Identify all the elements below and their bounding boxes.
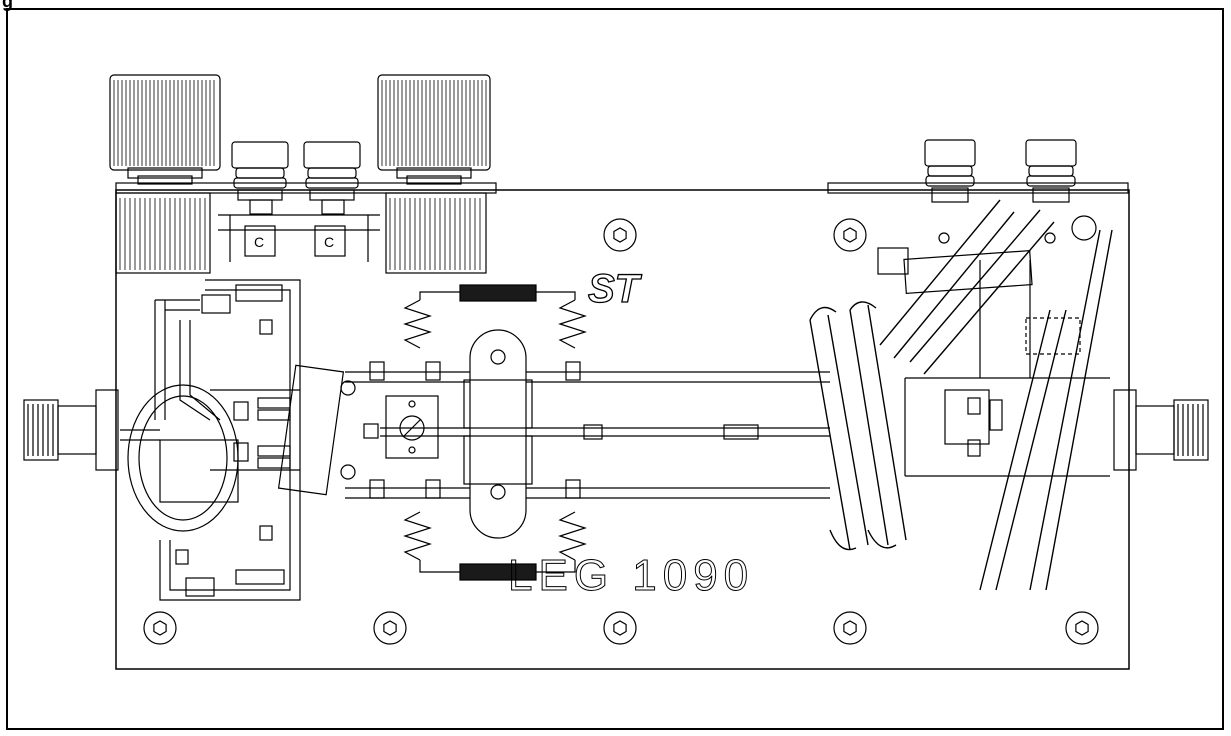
figure-border: [6, 8, 1224, 730]
output-coils: [809, 199, 1113, 591]
pcb-board: [115, 189, 1130, 670]
heatsink-right: [827, 182, 1129, 194]
zigzag-inductors: [403, 291, 587, 573]
hex-socket-screw-icon: [833, 611, 867, 645]
hex-socket-screw-icon: [833, 218, 867, 252]
knob-ribs: [113, 80, 487, 270]
feedthrough-1: [231, 141, 289, 215]
center-trimmer: [385, 395, 439, 459]
output-transformer: [463, 329, 533, 539]
ferrite-bead-top: [459, 284, 537, 302]
center-chip-caps: [369, 361, 759, 499]
input-chip-components: [175, 284, 285, 597]
knob-base-center: [385, 192, 487, 274]
figure-label: g: [2, 0, 13, 11]
hex-socket-screw-icon: [1065, 611, 1099, 645]
rf-connector-output: [1113, 389, 1209, 471]
knob-base-left: [115, 192, 211, 274]
hex-socket-screw-icon: [603, 611, 637, 645]
input-balun-loop: [127, 384, 239, 532]
hex-socket-screw-icon: [603, 218, 637, 252]
hex-socket-screw-icon: [143, 611, 177, 645]
chip-cap-center: [363, 423, 379, 439]
rf-connector-input: [23, 389, 119, 471]
feedthrough-4: [1025, 139, 1077, 203]
trimmer-mark-2: C: [324, 234, 334, 250]
tuning-knob-center: [377, 74, 491, 185]
feedthrough-2: [303, 141, 361, 215]
output-components: [877, 215, 1110, 477]
hex-socket-screw-icon: [373, 611, 407, 645]
mounting-screws: [143, 218, 1099, 645]
input-microstrip-traces: [120, 279, 301, 601]
tuning-knob-left: [109, 74, 221, 185]
logo-text: ST: [588, 267, 643, 311]
transistor-input: [257, 364, 356, 496]
st-logo-icon: ST: [587, 266, 643, 311]
feedthrough-3: [924, 139, 976, 203]
trimmer-mark-1: C: [254, 234, 264, 250]
trimmer-cap-left: C: [244, 225, 276, 257]
trimmer-cap-right: C: [314, 225, 346, 257]
bias-wire-top: [218, 214, 380, 262]
board-marking: LEG 1090: [508, 551, 754, 600]
transmission-lines: [345, 371, 830, 499]
